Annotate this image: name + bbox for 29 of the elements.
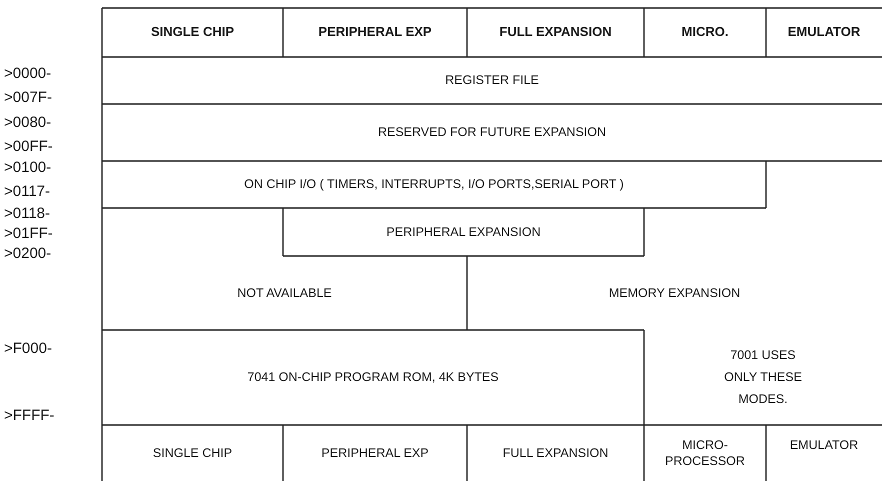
mode-label: FULL EXPANSION (502, 444, 608, 462)
mode-label: MICRO- PROCESSOR (664, 436, 746, 470)
column-header: EMULATOR (788, 24, 860, 41)
address-label: >0117- (4, 184, 50, 199)
mode-label: EMULATOR (790, 437, 858, 454)
mode-label: PERIPHERAL EXP (321, 444, 429, 462)
memory-region-label: REGISTER FILE (445, 72, 539, 89)
address-label: >0118- (4, 206, 50, 221)
address-label: >01FF- (4, 226, 53, 241)
address-label: >00FF- (4, 139, 53, 154)
address-label: >FFFF- (4, 408, 54, 423)
memory-region-label: RESERVED FOR FUTURE EXPANSION (378, 124, 606, 141)
mode-label: SINGLE CHIP (152, 444, 232, 462)
column-header: PERIPHERAL EXP (318, 24, 432, 41)
memory-region-label: MEMORY EXPANSION (608, 284, 740, 302)
address-label: >0200- (4, 246, 52, 261)
memory-region-label: PERIPHERAL EXPANSION (386, 224, 541, 240)
column-header: MICRO. (682, 24, 728, 41)
column-header: SINGLE CHIP (150, 24, 234, 41)
address-label: >0100- (4, 160, 52, 175)
address-label: >0080- (4, 115, 52, 130)
memory-region-label: ON CHIP I/O ( TIMERS, INTERRUPTS, I/O PORTS,SERIAL PORT ) (244, 176, 624, 193)
address-label: >F000- (4, 341, 52, 356)
address-label: >007F- (4, 90, 52, 105)
note-text: 7001 USES ONLY THESE MODES. (723, 347, 803, 408)
column-header: FULL EXPANSION (499, 24, 612, 41)
address-label: >0000- (4, 66, 52, 81)
memory-region-label: NOT AVAILABLE (237, 284, 332, 302)
memory-region-label: 7041 ON-CHIP PROGRAM ROM, 4K BYTES (247, 369, 499, 386)
